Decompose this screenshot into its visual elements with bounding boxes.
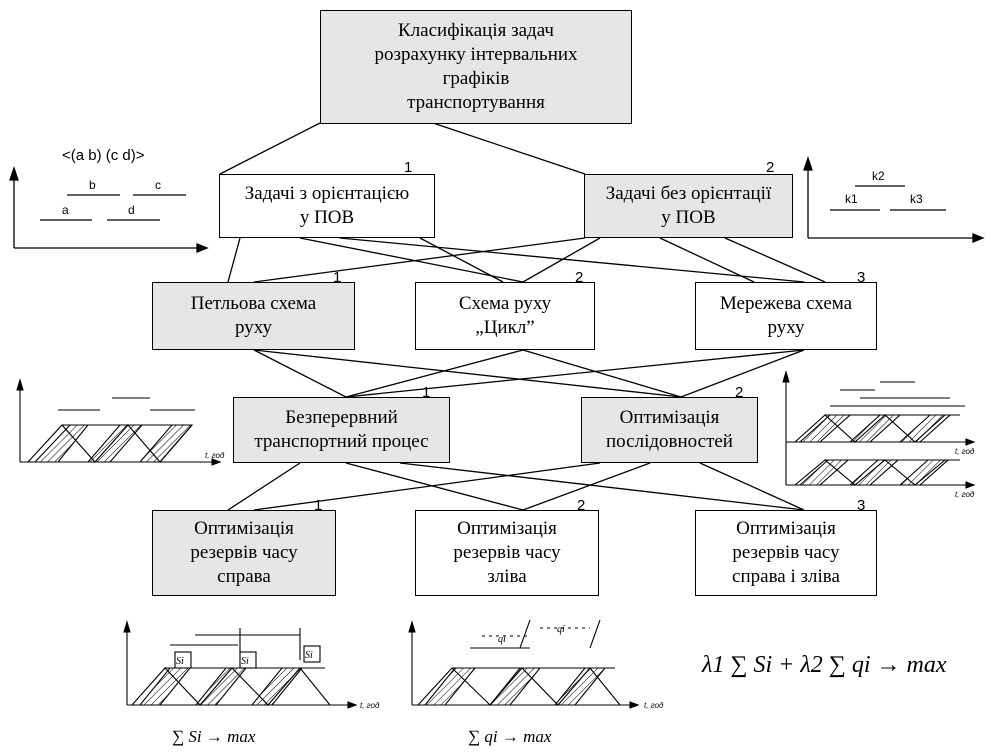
level2-node-3-number: 3 xyxy=(857,269,866,286)
formula-combined: λ1 ∑ Si + λ2 ∑ qi → max xyxy=(701,652,947,678)
q-label-1: qi xyxy=(498,634,506,645)
interval-sketch-left xyxy=(9,165,209,253)
level1-node-no-orientation: Задачі без орієнтації у ПОВ xyxy=(584,174,793,238)
k-label-k2: k2 xyxy=(872,169,885,183)
level1-node-2-number: 2 xyxy=(766,159,775,176)
level3-node-1-number: 1 xyxy=(422,384,431,401)
level4-node-reserve-right: Оптимізація резервів часу справа xyxy=(152,510,336,596)
level2-node-network-scheme: Мережева схема руху xyxy=(695,282,877,350)
level3-node-continuous-process: Безперервний транспортний процес xyxy=(233,397,450,463)
level4-node-reserve-left: Оптимізація резервів часу зліва xyxy=(415,510,599,596)
timing-sketch-bottom-middle xyxy=(408,619,640,709)
k-label-k1: k1 xyxy=(845,192,858,206)
s-label-1: Si xyxy=(176,656,184,667)
level1-node-1-number: 1 xyxy=(404,159,413,176)
level4-node-3-number: 3 xyxy=(857,497,866,514)
level4-node-1-number: 1 xyxy=(314,497,323,514)
time-axis-label-1: t, год xyxy=(205,451,225,460)
level4-node-2-number: 2 xyxy=(577,497,586,514)
k-label-k3: k3 xyxy=(910,192,923,206)
time-axis-label-2: t, год xyxy=(955,447,975,456)
interval-label-a: a xyxy=(62,203,69,217)
level3-node-sequence-optimization: Оптимізація послідовностей xyxy=(581,397,758,463)
level3-node-2-number: 2 xyxy=(735,384,744,401)
interval-label-d: d xyxy=(128,203,135,217)
time-axis-label-3: t, год xyxy=(955,490,975,499)
connector-lines xyxy=(219,122,826,511)
level2-node-cycle-scheme: Схема руху „Цикл” xyxy=(415,282,595,350)
formula-sum-s: ∑ Si → max xyxy=(172,727,256,746)
level1-node-orientation: Задачі з орієнтацією у ПОВ xyxy=(219,174,435,238)
interval-label-b: b xyxy=(89,178,96,192)
time-axis-label-5: t, год xyxy=(644,701,664,710)
s-label-2: Si xyxy=(241,656,249,667)
q-label-2: qi xyxy=(557,624,565,635)
timing-sketch-right xyxy=(782,370,976,489)
root-node: Класифікація задач розрахунку інтервальн… xyxy=(320,10,632,124)
interval-label-c: c xyxy=(155,178,161,192)
formula-sum-q: ∑ qi → max xyxy=(468,727,552,746)
s-label-3: Si xyxy=(305,650,313,661)
level2-node-2-number: 2 xyxy=(575,269,584,286)
timing-sketch-left xyxy=(16,378,222,466)
timing-sketch-bottom-left xyxy=(123,620,358,709)
k-sketch-right xyxy=(803,155,985,243)
level2-node-1-number: 1 xyxy=(333,269,342,286)
level2-node-loop-scheme: Петльова схема руху xyxy=(152,282,355,350)
level4-node-reserve-both: Оптимізація резервів часу справа і зліва xyxy=(695,510,877,596)
time-axis-label-4: t, год xyxy=(360,701,380,710)
interval-expression: <(a b) (c d)> xyxy=(62,147,145,164)
